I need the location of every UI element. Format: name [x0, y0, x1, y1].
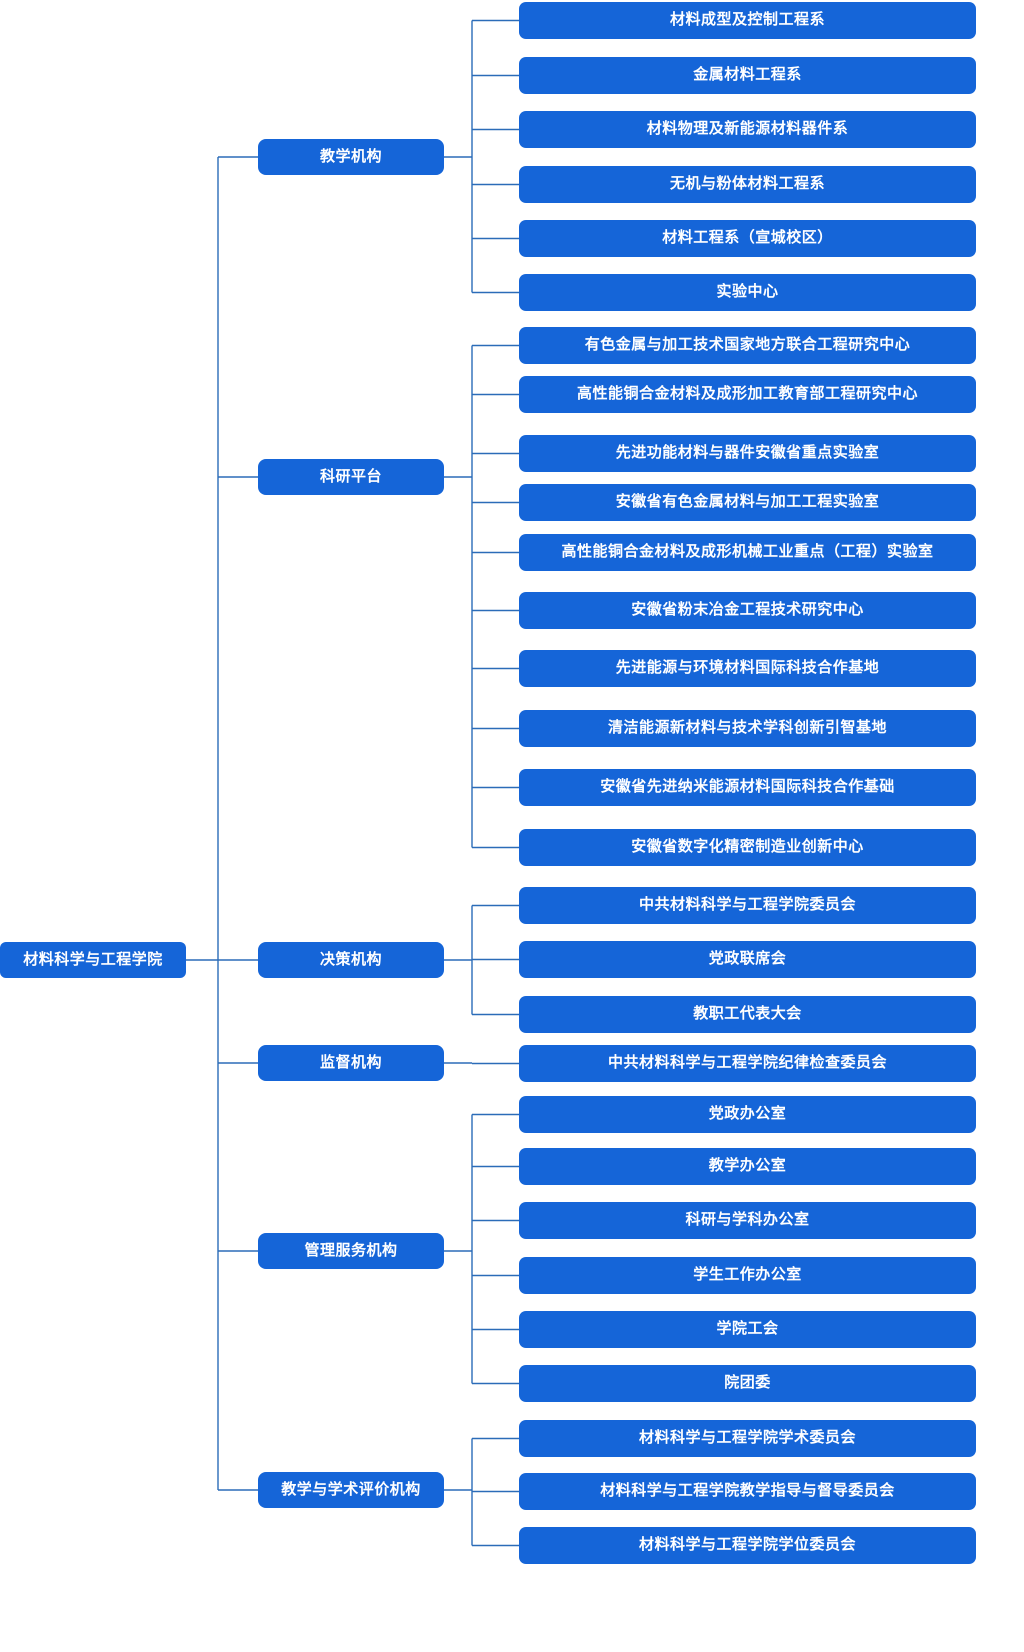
category-node-decision[interactable]: 决策机构	[258, 942, 444, 978]
leaf-node[interactable]: 高性能铜合金材料及成形加工教育部工程研究中心	[519, 376, 976, 413]
leaf-node[interactable]: 中共材料科学与工程学院纪律检查委员会	[519, 1045, 976, 1082]
leaf-node[interactable]: 先进功能材料与器件安徽省重点实验室	[519, 435, 976, 472]
leaf-node[interactable]: 金属材料工程系	[519, 57, 976, 94]
leaf-node[interactable]: 高性能铜合金材料及成形机械工业重点（工程）实验室	[519, 534, 976, 571]
leaf-node[interactable]: 安徽省数字化精密制造业创新中心	[519, 829, 976, 866]
leaf-node[interactable]: 有色金属与加工技术国家地方联合工程研究中心	[519, 327, 976, 364]
leaf-node[interactable]: 材料科学与工程学院学术委员会	[519, 1420, 976, 1457]
leaf-node[interactable]: 安徽省粉末冶金工程技术研究中心	[519, 592, 976, 629]
leaf-node[interactable]: 党政办公室	[519, 1096, 976, 1133]
leaf-node[interactable]: 材料科学与工程学院学位委员会	[519, 1527, 976, 1564]
leaf-node[interactable]: 党政联席会	[519, 941, 976, 978]
leaf-node[interactable]: 先进能源与环境材料国际科技合作基地	[519, 650, 976, 687]
leaf-node[interactable]: 无机与粉体材料工程系	[519, 166, 976, 203]
category-node-management-service[interactable]: 管理服务机构	[258, 1233, 444, 1269]
leaf-node[interactable]: 学生工作办公室	[519, 1257, 976, 1294]
leaf-node[interactable]: 学院工会	[519, 1311, 976, 1348]
category-node-research-platform[interactable]: 科研平台	[258, 459, 444, 495]
leaf-node[interactable]: 科研与学科办公室	[519, 1202, 976, 1239]
category-node-supervision[interactable]: 监督机构	[258, 1045, 444, 1081]
leaf-node[interactable]: 教学办公室	[519, 1148, 976, 1185]
leaf-node[interactable]: 中共材料科学与工程学院委员会	[519, 887, 976, 924]
leaf-node[interactable]: 安徽省有色金属材料与加工工程实验室	[519, 484, 976, 521]
leaf-node[interactable]: 材料工程系（宣城校区）	[519, 220, 976, 257]
leaf-node[interactable]: 材料科学与工程学院教学指导与督导委员会	[519, 1473, 976, 1510]
leaf-node[interactable]: 教职工代表大会	[519, 996, 976, 1033]
category-node-teaching[interactable]: 教学机构	[258, 139, 444, 175]
leaf-node[interactable]: 清洁能源新材料与技术学科创新引智基地	[519, 710, 976, 747]
leaf-node[interactable]: 材料物理及新能源材料器件系	[519, 111, 976, 148]
root-node[interactable]: 材料科学与工程学院	[0, 942, 186, 978]
leaf-node[interactable]: 院团委	[519, 1365, 976, 1402]
category-node-academic-evaluation[interactable]: 教学与学术评价机构	[258, 1472, 444, 1508]
leaf-node[interactable]: 安徽省先进纳米能源材料国际科技合作基础	[519, 769, 976, 806]
leaf-node[interactable]: 实验中心	[519, 274, 976, 311]
leaf-node[interactable]: 材料成型及控制工程系	[519, 2, 976, 39]
